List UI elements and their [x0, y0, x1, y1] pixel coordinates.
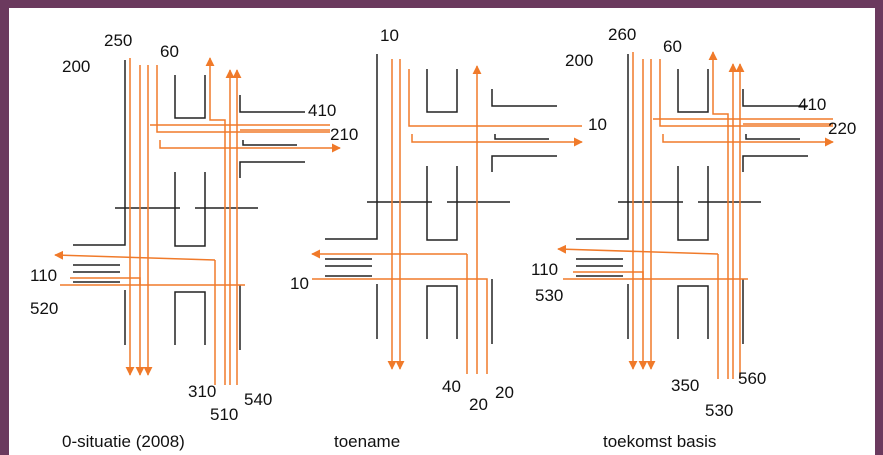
panel-toename: 10 10 10 40 20 20 toename [290, 26, 607, 451]
label-s-left: 350 [671, 376, 699, 395]
volume-labels: 200 250 60 410 210 110 520 310 510 540 [30, 31, 358, 424]
label-n-mid: 250 [104, 31, 132, 50]
label-n-mid: 260 [608, 25, 636, 44]
label-n-right: 60 [160, 42, 179, 61]
label-e-bot: 10 [588, 115, 607, 134]
label-n-left: 200 [565, 51, 593, 70]
label-e-top: 410 [798, 95, 826, 114]
label-s-right: 560 [738, 369, 766, 388]
road-geometry [576, 54, 808, 344]
label-s-right: 540 [244, 390, 272, 409]
label-w-top: 110 [30, 266, 57, 285]
label-e-bot: 210 [330, 125, 358, 144]
road-geometry [325, 54, 557, 344]
label-e-top: 410 [308, 101, 336, 120]
panel-caption: toekomst basis [603, 432, 716, 451]
volume-labels: 200 260 60 410 220 110 530 350 530 560 [531, 25, 856, 420]
traffic-flows [311, 59, 583, 374]
label-s-right: 20 [495, 383, 514, 402]
panel-caption: toename [334, 432, 400, 451]
label-w-bot: 10 [290, 274, 309, 293]
volume-labels: 10 10 10 40 20 20 [290, 26, 607, 414]
label-n-left: 200 [62, 57, 90, 76]
label-n-mid: 10 [380, 26, 399, 45]
traffic-flows [54, 57, 341, 385]
label-w-bot: 520 [30, 299, 58, 318]
label-n-right: 60 [663, 37, 682, 56]
panel-toekomst-basis: 200 260 60 410 220 110 530 350 530 560 t… [531, 25, 856, 451]
traffic-flows [557, 51, 834, 379]
label-s-left: 310 [188, 382, 216, 401]
label-s-mid: 20 [469, 395, 488, 414]
label-w-top: 110 [531, 260, 558, 279]
panel-caption: 0-situatie (2008) [62, 432, 185, 451]
label-e-bot: 220 [828, 119, 856, 138]
label-w-bot: 530 [535, 286, 563, 305]
road-geometry [73, 60, 305, 350]
label-s-mid: 510 [210, 405, 238, 424]
label-s-mid: 530 [705, 401, 733, 420]
label-s-left: 40 [442, 377, 461, 396]
panel-0-situatie: 200 250 60 410 210 110 520 310 510 540 0… [30, 31, 358, 451]
